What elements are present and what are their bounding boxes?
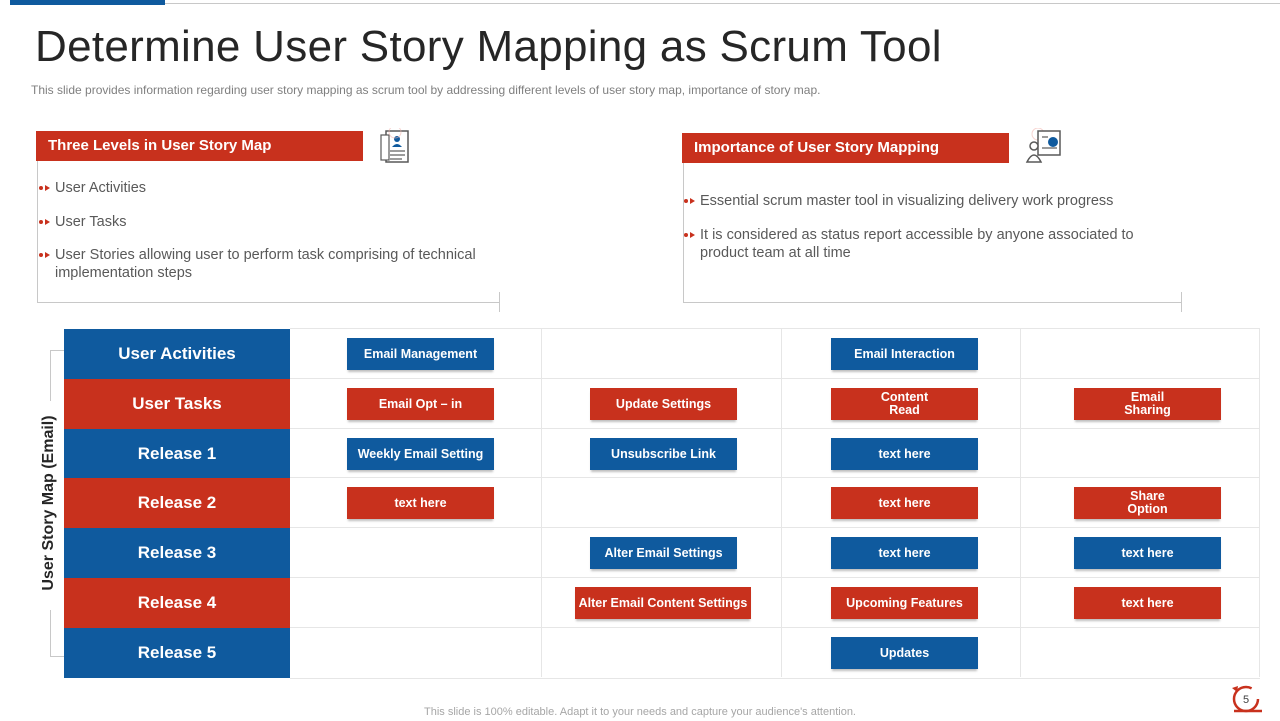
column-divider xyxy=(1020,328,1021,677)
row-divider xyxy=(290,378,1260,379)
slide-title: Determine User Story Mapping as Scrum To… xyxy=(35,22,942,71)
three-levels-frame xyxy=(37,161,500,312)
story-card: Email Interaction xyxy=(831,338,978,370)
story-card: text here xyxy=(347,487,494,519)
story-card: Alter Email Settings xyxy=(590,537,737,569)
story-card: text here xyxy=(1074,587,1221,619)
bracket-line-top xyxy=(50,350,64,401)
story-card: Update Settings xyxy=(590,388,737,420)
row-divider xyxy=(290,428,1260,429)
story-card: text here xyxy=(831,438,978,470)
row-label: User Activities xyxy=(64,329,290,379)
row-divider xyxy=(290,577,1260,578)
row-divider xyxy=(290,678,1260,679)
story-map-vertical-label: User Story Map (Email) xyxy=(40,411,58,595)
story-card: text here xyxy=(831,487,978,519)
bracket-line-bottom xyxy=(50,610,64,657)
list-item: Essential scrum master tool in visualizi… xyxy=(682,192,1152,210)
refresh-icon: 5 xyxy=(1232,685,1262,713)
presenter-chart-icon xyxy=(1024,127,1064,171)
row-label: Release 2 xyxy=(64,478,290,528)
story-card: Email Management xyxy=(347,338,494,370)
story-card: Email Opt – in xyxy=(347,388,494,420)
list-item: It is considered as status report access… xyxy=(682,226,1152,262)
footer-note: This slide is 100% editable. Adapt it to… xyxy=(424,706,856,718)
row-label: Release 4 xyxy=(64,578,290,628)
story-card: text here xyxy=(1074,537,1221,569)
row-label: Release 5 xyxy=(64,628,290,678)
story-card: Share Option xyxy=(1074,487,1221,519)
story-card: Content Read xyxy=(831,388,978,420)
story-card: Unsubscribe Link xyxy=(590,438,737,470)
importance-header: Importance of User Story Mapping xyxy=(682,133,1009,163)
row-label: Release 3 xyxy=(64,528,290,578)
list-item: User Tasks xyxy=(37,213,492,231)
page-number-badge: 5 xyxy=(1230,680,1270,716)
row-divider xyxy=(290,477,1260,478)
top-accent-bar xyxy=(10,0,165,5)
column-divider xyxy=(1259,328,1260,677)
story-card: Updates xyxy=(831,637,978,669)
list-item: User Stories allowing user to perform ta… xyxy=(37,246,492,282)
page-number: 5 xyxy=(1243,694,1249,706)
story-card: text here xyxy=(831,537,978,569)
row-divider xyxy=(290,527,1260,528)
story-card: Email Sharing xyxy=(1074,388,1221,420)
top-divider xyxy=(165,3,1280,4)
list-item: User Activities xyxy=(37,179,492,197)
three-levels-header: Three Levels in User Story Map xyxy=(36,131,363,161)
three-levels-list: User Activities User Tasks User Stories … xyxy=(37,179,492,282)
slide-subtitle: This slide provides information regardin… xyxy=(31,83,821,97)
story-card: Alter Email Content Settings xyxy=(575,587,751,619)
row-label: Release 1 xyxy=(64,429,290,478)
importance-frame xyxy=(683,163,1182,312)
column-divider xyxy=(541,328,542,677)
row-label: User Tasks xyxy=(64,379,290,429)
resume-document-icon xyxy=(378,125,414,171)
story-card: Weekly Email Setting xyxy=(347,438,494,470)
row-divider xyxy=(290,627,1260,628)
row-divider xyxy=(290,328,1260,329)
story-card: Upcoming Features xyxy=(831,587,978,619)
column-divider xyxy=(781,328,782,677)
importance-list: Essential scrum master tool in visualizi… xyxy=(682,192,1152,262)
